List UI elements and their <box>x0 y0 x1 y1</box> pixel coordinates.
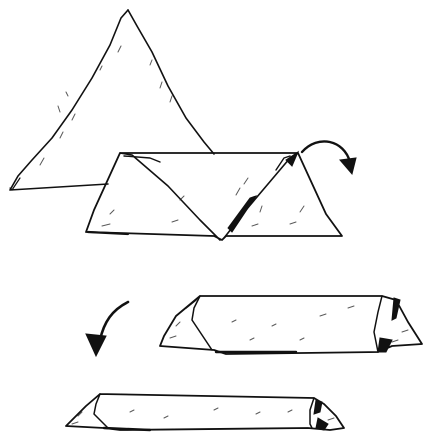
step2-trapezoid <box>86 152 342 240</box>
step4-flattened-prism <box>66 394 344 430</box>
curved-arrow-left-icon <box>86 302 128 356</box>
step1-large-triangle <box>10 10 214 190</box>
step3-elongated-prism <box>160 296 422 354</box>
curved-arrow-right-icon <box>302 141 356 174</box>
